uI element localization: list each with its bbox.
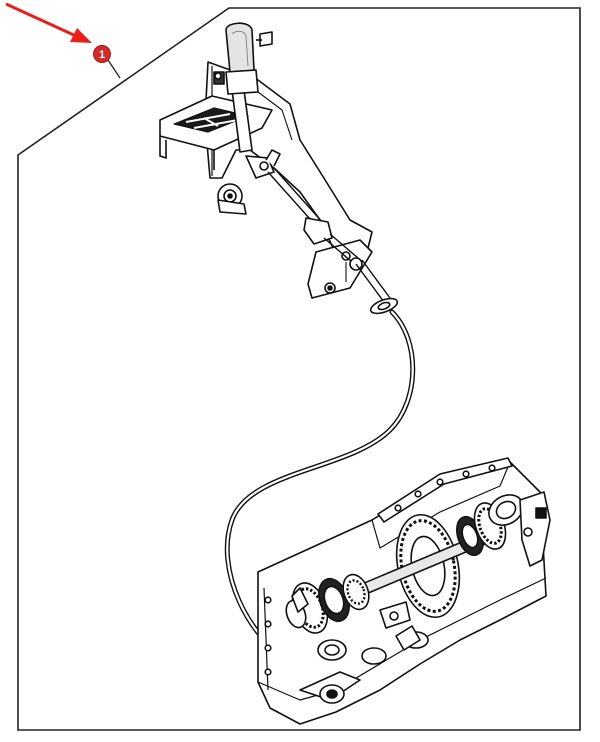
transmission-assembly [257, 457, 551, 725]
lower-bracket-plate [307, 239, 373, 299]
callout-number: 1 [99, 49, 105, 61]
housing-top-rail [377, 457, 513, 523]
parts-frame-outline [17, 7, 581, 731]
callout-leader-line [107, 59, 121, 79]
shift-lever-assembly [159, 22, 399, 315]
rail-bolt-holes [264, 464, 496, 676]
callout-arrow [5, 2, 92, 43]
gear-cluster-right [456, 494, 524, 557]
cable-end-fitting [395, 625, 421, 651]
lower-components [291, 587, 429, 704]
callout-badge-1[interactable]: 1 [93, 45, 111, 63]
